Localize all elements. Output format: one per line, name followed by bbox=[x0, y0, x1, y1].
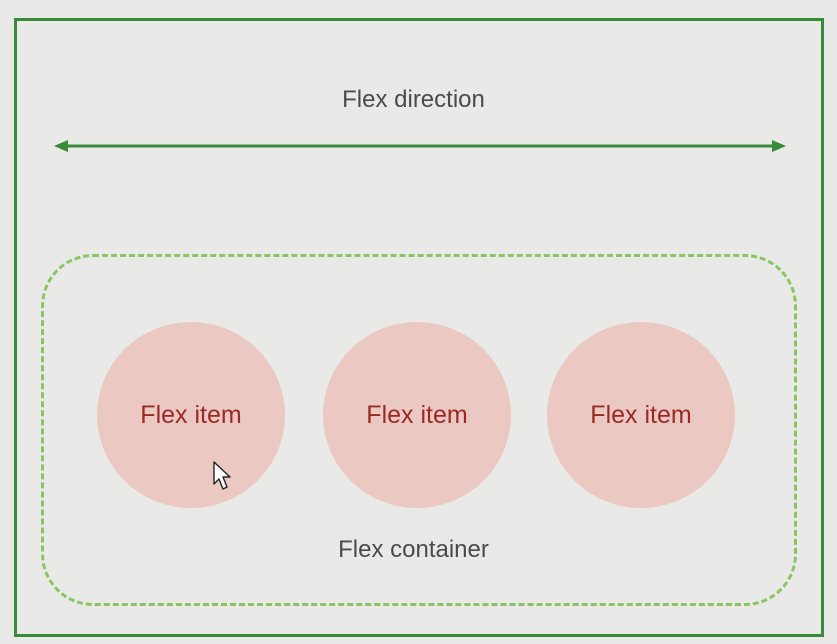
flex-item-3: Flex item bbox=[547, 322, 735, 508]
flex-container-box bbox=[41, 254, 797, 606]
flex-item-1: Flex item bbox=[97, 322, 285, 508]
mouse-pointer-icon bbox=[213, 461, 231, 490]
flex-item-label: Flex item bbox=[590, 400, 692, 429]
flex-item-2: Flex item bbox=[323, 322, 511, 508]
flex-item-label: Flex item bbox=[366, 400, 468, 429]
flex-direction-label: Flex direction bbox=[342, 86, 485, 113]
outer-frame bbox=[14, 18, 824, 637]
flex-container-label: Flex container bbox=[338, 536, 489, 563]
flex-item-label: Flex item bbox=[140, 400, 242, 429]
double-headed-arrow-icon bbox=[54, 140, 786, 152]
